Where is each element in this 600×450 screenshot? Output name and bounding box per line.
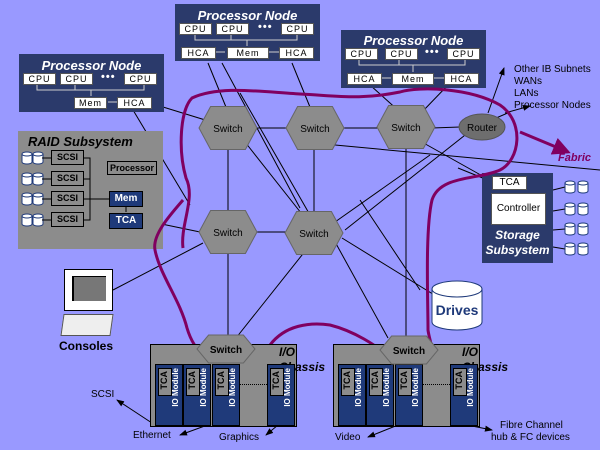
ext-label-processor-nodes: Processor Nodes	[514, 100, 591, 111]
io-module-tca: TCA	[158, 368, 172, 396]
fc-label-2: hub & FC devices	[491, 432, 570, 443]
tca-box: TCA	[109, 213, 143, 229]
hca-box: HCA	[444, 73, 479, 85]
processor-node-2[interactable]: Processor Node CPU CPU ••• CPU HCA Mem H…	[175, 4, 320, 61]
video-label: Video	[335, 432, 361, 443]
drives-label: Drives	[436, 302, 479, 318]
console-monitor-icon[interactable]	[64, 269, 113, 311]
io-module-tca: TCA	[453, 368, 467, 396]
consoles-label: Consoles	[59, 339, 114, 353]
ext-label-wans: WANs	[514, 76, 542, 87]
cpu-box: CPU	[216, 23, 249, 35]
io-module-tca: TCA	[341, 368, 355, 396]
fc-label-1: Fibre Channel	[500, 420, 563, 431]
cpu-box: CPU	[23, 73, 56, 85]
hca-box: HCA	[347, 73, 382, 85]
ellipsis: •••	[258, 21, 273, 33]
switch-node[interactable]: Switch	[284, 211, 344, 255]
module-dotted-link	[422, 384, 450, 385]
storage-title-1: Storage	[495, 228, 540, 242]
mem-box: Mem	[392, 73, 434, 85]
hca-box: HCA	[279, 47, 314, 59]
scsi-box: SCSI	[51, 150, 84, 165]
tca-box: TCA	[492, 176, 527, 190]
cpu-box: CPU	[281, 23, 314, 35]
node-bus	[194, 35, 298, 53]
switch-label: Switch	[299, 229, 328, 240]
switch-node[interactable]: Switch	[376, 105, 436, 149]
hca-box: HCA	[117, 97, 152, 109]
chassis-title-1: I/O	[279, 345, 296, 359]
mem-box: Mem	[227, 47, 269, 59]
fabric-label: Fabric	[558, 152, 592, 164]
router-label: Router	[467, 123, 498, 134]
raid-title: RAID Subsystem	[28, 134, 133, 149]
cpu-box: CPU	[124, 73, 157, 85]
scsi-box: SCSI	[51, 191, 84, 206]
switch-label: Switch	[391, 123, 420, 134]
switch-node[interactable]: Switch	[198, 210, 258, 254]
switch-node[interactable]: Switch	[379, 335, 439, 365]
io-module-tca: TCA	[186, 368, 200, 396]
switch-label: Switch	[393, 346, 425, 357]
switch-label: Switch	[213, 228, 242, 239]
controller-box: Controller	[491, 193, 546, 225]
ellipsis: •••	[101, 71, 116, 83]
processor-node-title: Processor Node	[363, 33, 464, 48]
switch-node[interactable]: Switch	[196, 334, 256, 364]
ext-label-ib-subnets: Other IB Subnets	[514, 64, 591, 75]
switch-node[interactable]: Switch	[198, 106, 258, 150]
switch-label: Switch	[210, 345, 242, 356]
raid-subsystem[interactable]: RAID Subsystem SCSI SCSI SCSI SCSI Proce…	[18, 131, 163, 249]
processor-node-3[interactable]: Processor Node CPU CPU ••• CPU HCA Mem H…	[341, 30, 486, 88]
processor-node-title: Processor Node	[197, 8, 298, 23]
processor-node-title: Processor Node	[41, 58, 142, 73]
cpu-box: CPU	[385, 48, 418, 60]
io-module-tca: TCA	[215, 368, 229, 396]
io-module-tca: TCA	[369, 368, 383, 396]
switch-label: Switch	[300, 124, 329, 135]
switch-label: Switch	[213, 124, 242, 135]
node-bus	[358, 60, 466, 79]
scsi-box: SCSI	[51, 171, 84, 186]
ellipsis: •••	[425, 46, 440, 58]
io-module-tca: TCA	[270, 368, 284, 396]
hca-box: HCA	[181, 47, 216, 59]
cpu-box: CPU	[345, 48, 378, 60]
processor-box: Processor	[107, 161, 158, 175]
processor-node-1[interactable]: Processor Node CPU CPU ••• CPU Mem HCA	[19, 54, 164, 112]
cpu-box: CPU	[447, 48, 480, 60]
chassis-title-1: I/O	[462, 345, 479, 359]
router-node[interactable]	[458, 113, 506, 141]
ethernet-label: Ethernet	[133, 430, 171, 441]
mem-box: Mem	[109, 191, 143, 207]
storage-title-2: Subsystem	[485, 243, 550, 257]
raid-disks	[21, 151, 127, 227]
module-dotted-link	[239, 384, 267, 385]
switch-node[interactable]: Switch	[285, 106, 345, 150]
scsi-device-label: SCSI	[91, 389, 115, 400]
node-bus	[36, 85, 145, 103]
graphics-label: Graphics	[219, 432, 260, 443]
scsi-box: SCSI	[51, 212, 84, 227]
cpu-box: CPU	[179, 23, 212, 35]
mem-box: Mem	[74, 97, 107, 109]
ext-label-lans: LANs	[514, 88, 539, 99]
cpu-box: CPU	[60, 73, 93, 85]
io-module-tca: TCA	[398, 368, 412, 396]
storage-subsystem[interactable]: TCA Controller Storage Subsystem	[482, 173, 553, 263]
drives-cylinder[interactable]	[431, 280, 483, 331]
